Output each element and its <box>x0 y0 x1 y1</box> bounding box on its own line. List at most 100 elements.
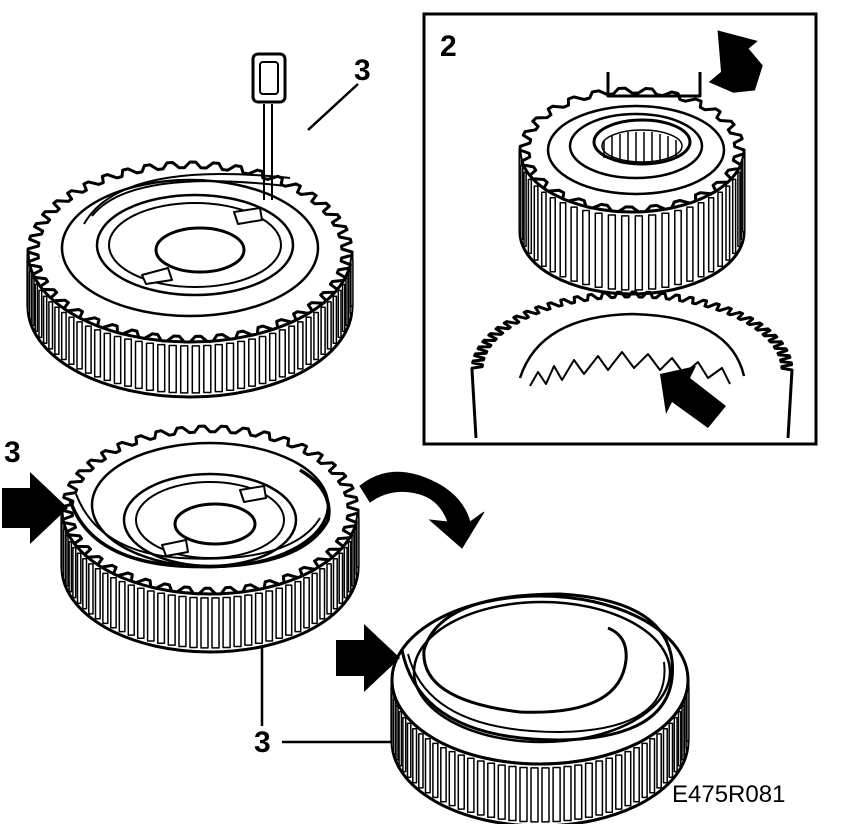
gear-rib <box>440 746 447 803</box>
gear-rib <box>34 283 39 333</box>
hub-bore-inner <box>601 129 683 163</box>
gear-rib <box>595 760 604 816</box>
gear-rib <box>552 766 561 823</box>
gear-rib <box>189 596 198 649</box>
gear-rib <box>113 335 122 385</box>
gear-rib <box>649 738 656 794</box>
gear-rib <box>326 301 332 350</box>
gear-rib <box>136 587 145 640</box>
gear-rib <box>412 727 418 784</box>
gear-rib <box>60 311 67 361</box>
gear-rib <box>406 722 412 779</box>
gear-rib <box>487 762 496 819</box>
gear-rib <box>326 563 332 615</box>
gear-rib <box>584 762 593 819</box>
gear-rib <box>398 710 403 767</box>
inset-sleeve-gear <box>518 72 746 296</box>
gear-rib <box>102 572 109 625</box>
gear-rib <box>540 191 547 267</box>
gear-rib <box>248 338 257 387</box>
gear-rib <box>68 316 75 366</box>
gear-rib <box>476 760 485 816</box>
gear-inner-rim <box>412 600 672 744</box>
gear-rib <box>200 597 209 649</box>
gear-rib <box>633 746 640 803</box>
hub-bore <box>154 226 246 274</box>
gear-rib <box>268 332 277 382</box>
hub-bore <box>173 502 257 546</box>
gear-rib <box>527 178 533 255</box>
gear-rib <box>76 552 82 605</box>
spline-band <box>83 173 291 225</box>
gear-rib <box>178 595 187 648</box>
gear-rib <box>38 289 43 339</box>
gear-rib <box>647 214 657 290</box>
pointer-arrow-bottom <box>336 624 400 692</box>
gear-teeth-ribs <box>518 156 746 291</box>
gear-rib <box>65 534 69 587</box>
gear-rib <box>294 580 302 633</box>
ring-inner-teeth <box>529 351 731 387</box>
gear-rib <box>297 321 304 370</box>
gear-rib <box>311 572 318 625</box>
ring-inner-rim <box>518 312 746 379</box>
gear-rib <box>686 686 690 742</box>
gear-rib <box>350 258 354 307</box>
hub-step <box>239 485 267 503</box>
gear-rib <box>497 764 506 820</box>
gear-rib <box>624 750 632 807</box>
gear-rib <box>265 590 274 642</box>
gear-rib <box>605 757 614 814</box>
gear-rib <box>313 311 320 361</box>
gear-rib <box>338 552 344 605</box>
gear-rib <box>570 206 578 282</box>
gear-rib <box>343 546 348 599</box>
gear-rib <box>674 209 682 286</box>
gear-rib <box>214 343 223 393</box>
gear-rib <box>725 185 731 261</box>
gear-rib <box>303 576 310 629</box>
gear-rib <box>356 516 360 568</box>
gear-rib <box>179 345 189 394</box>
internal-splines <box>603 132 677 164</box>
gear-rib <box>332 557 338 610</box>
spring-ring <box>400 592 674 742</box>
gear-rib <box>337 289 342 339</box>
callout-middle-gear: 3 <box>4 436 21 469</box>
gear-rib <box>668 722 674 779</box>
gear-rib <box>127 584 135 636</box>
synchronizer-gear-with-spring <box>60 424 360 654</box>
gear-rib <box>549 197 556 273</box>
gear-rib <box>94 568 101 620</box>
gear-rib <box>82 557 88 610</box>
gear-rib <box>319 568 326 620</box>
gear-rib <box>424 738 431 794</box>
gear-rib <box>341 283 346 333</box>
gear-rib <box>157 343 166 393</box>
gear-rib <box>582 209 590 286</box>
gear-rib <box>168 344 177 394</box>
gear-rib <box>54 306 60 356</box>
gear-rib <box>559 202 567 278</box>
hub-step <box>161 539 189 557</box>
gear-rib <box>662 727 668 784</box>
gear-rib <box>320 306 326 356</box>
synchronizer-key <box>251 52 287 200</box>
gear-rib <box>661 212 670 288</box>
gear-rib <box>167 594 176 646</box>
gear-rib <box>673 716 678 773</box>
synchronizer-gear-top <box>26 160 354 399</box>
gear-rib <box>634 215 644 291</box>
gear-teeth-ribs <box>60 516 360 649</box>
gear-rib <box>244 594 253 646</box>
pointer-arrow-mid <box>2 472 68 544</box>
gear-rib <box>191 345 201 394</box>
gear-rib <box>288 325 296 374</box>
hub-step <box>141 267 173 285</box>
gear-rib <box>258 335 267 385</box>
gear-rib <box>305 316 312 366</box>
gear-rib <box>520 164 524 240</box>
gear-rib <box>84 325 92 374</box>
gear-rib <box>677 710 682 767</box>
gear-rib <box>418 733 424 789</box>
